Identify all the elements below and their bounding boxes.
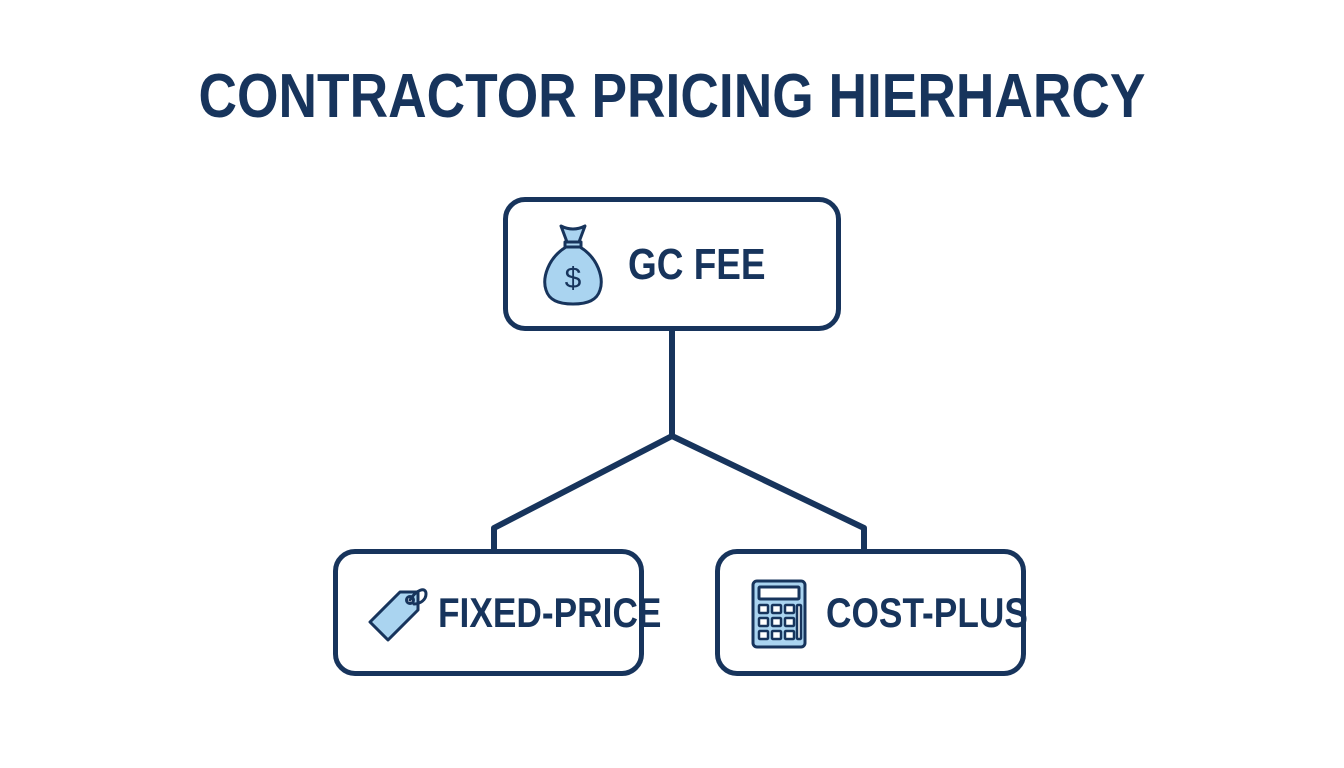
- svg-text:$: $: [565, 262, 582, 295]
- connector-right-branch: [670, 433, 867, 549]
- node-cost-plus: COST-PLUS: [715, 549, 1028, 676]
- price-tag-icon: [368, 588, 428, 642]
- connector-left-branch: [491, 433, 674, 549]
- node-label-cost-plus: COST-PLUS: [826, 589, 1028, 636]
- node-label-fixed-price: FIXED-PRICE: [438, 589, 662, 636]
- node-gc-fee: $ GC FEE: [503, 197, 841, 331]
- diagram-title: CONTRACTOR PRICING HIERHARCY: [198, 62, 1146, 131]
- node-label-gc-fee: GC FEE: [628, 240, 766, 289]
- calculator-icon: [751, 579, 807, 649]
- node-fixed-price: FIXED-PRICE: [333, 549, 661, 676]
- money-bag-icon: $: [543, 224, 603, 306]
